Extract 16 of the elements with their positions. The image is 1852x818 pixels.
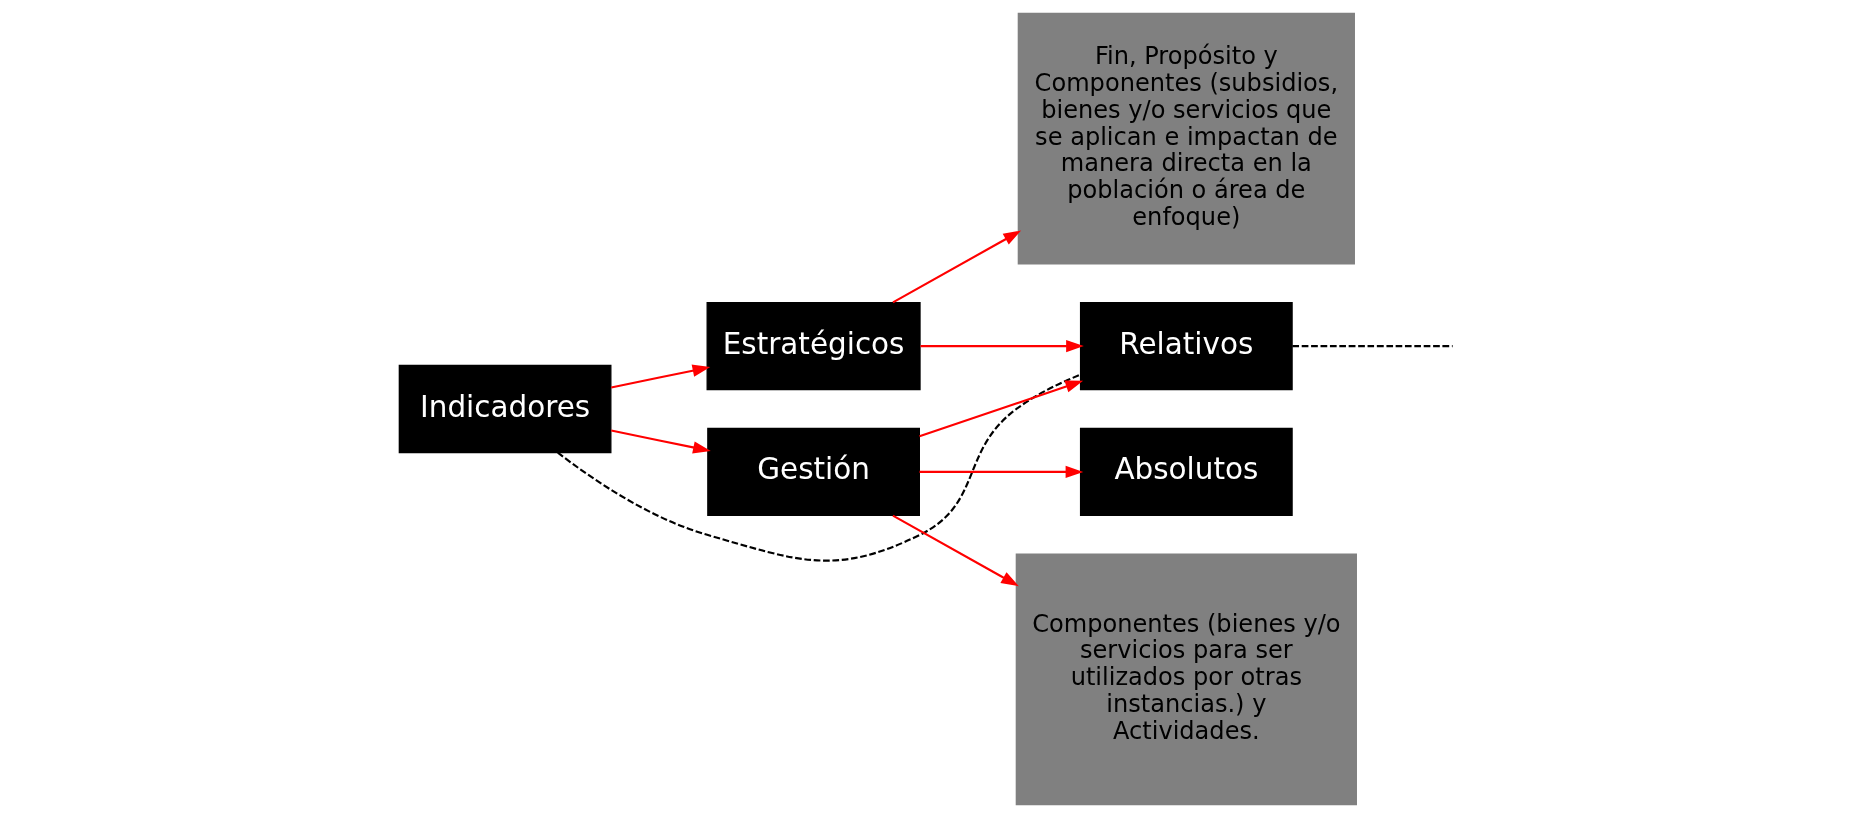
arrow [920, 339, 1084, 353]
node-box: Relativos [1079, 301, 1293, 391]
node-box: Componentes (bienes y/o servicios para ser utilizados por otras instancias.) y Actividades. [1015, 553, 1357, 806]
arrow [891, 514, 1019, 587]
connector [556, 373, 1081, 562]
arrow [919, 465, 1083, 479]
node-box: Indicadores [398, 364, 611, 454]
node-box: Estratégicos [706, 301, 921, 391]
node-box: Absolutos [1079, 427, 1293, 517]
arrow [610, 364, 710, 389]
arrow [610, 429, 711, 454]
arrow [918, 380, 1083, 438]
arrow [891, 230, 1021, 304]
node-box: Gestión [706, 427, 920, 517]
node-box: Fin, Propósito y Componentes (subsidios, bienes y/o servicios que se aplican e impactan de manera directa en la población o área de enfoque) [1017, 12, 1355, 265]
connector [1291, 345, 1453, 348]
